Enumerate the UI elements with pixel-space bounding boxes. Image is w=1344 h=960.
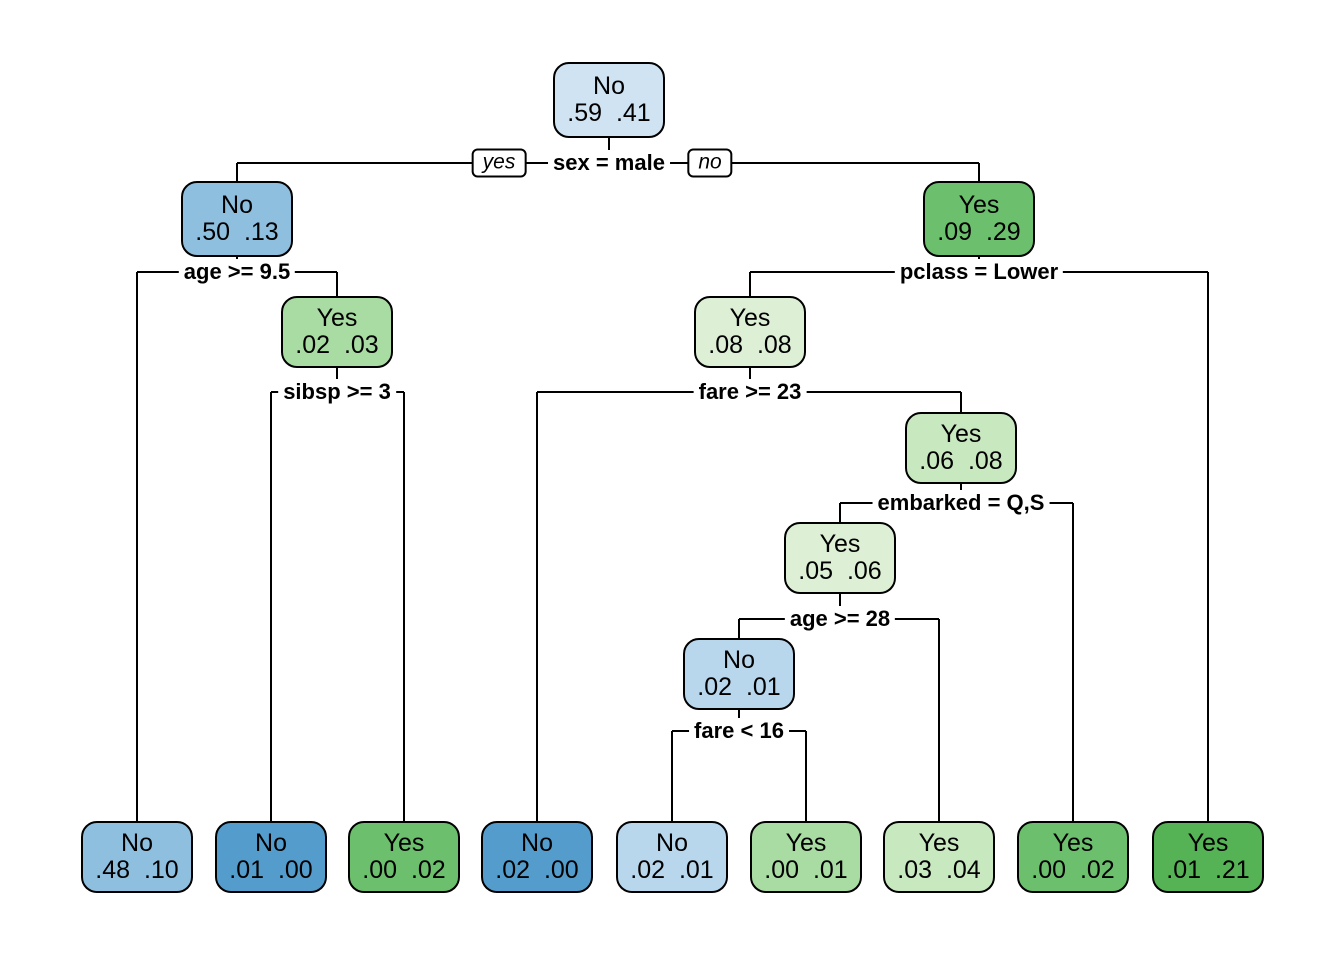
node-class-label: Yes — [1052, 829, 1094, 857]
node-probabilities: .03 .04 — [897, 856, 981, 884]
tree-node-leaf3: Yes.00 .02 — [348, 821, 460, 893]
node-class-label: No — [521, 829, 553, 857]
node-class-label: Yes — [819, 530, 861, 558]
node-probabilities: .01 .21 — [1166, 856, 1250, 884]
node-class-label: No — [221, 191, 253, 219]
tree-node-leaf6: Yes.00 .01 — [750, 821, 862, 893]
node-probabilities: .08 .08 — [708, 331, 792, 359]
split-label-age28: age >= 28 — [784, 606, 896, 632]
split-label-pclass: pclass = Lower — [894, 259, 1064, 285]
node-probabilities: .01 .00 — [229, 856, 313, 884]
split-label-fare23: fare >= 23 — [693, 379, 807, 405]
node-class-label: Yes — [785, 829, 827, 857]
branch-label-no: no — [687, 148, 733, 178]
node-probabilities: .00 .02 — [362, 856, 446, 884]
branch-label-yes: yes — [471, 148, 527, 178]
tree-node-leaf2: No.01 .00 — [215, 821, 327, 893]
tree-node-root: No.59 .41 — [553, 62, 665, 138]
tree-node-leaf7: Yes.03 .04 — [883, 821, 995, 893]
tree-node-leaf1: No.48 .10 — [81, 821, 193, 893]
node-probabilities: .02 .00 — [495, 856, 579, 884]
node-class-label: Yes — [918, 829, 960, 857]
node-probabilities: .00 .02 — [1031, 856, 1115, 884]
node-probabilities: .59 .41 — [567, 99, 651, 127]
node-class-label: Yes — [940, 420, 982, 448]
node-class-label: No — [656, 829, 688, 857]
tree-node-n_emb: Yes.05 .06 — [784, 522, 896, 594]
node-class-label: Yes — [729, 304, 771, 332]
tree-node-n_lower: Yes.08 .08 — [694, 296, 806, 368]
tree-node-leaf9: Yes.01 .21 — [1152, 821, 1264, 893]
node-class-label: No — [593, 72, 625, 100]
split-label-sibsp: sibsp >= 3 — [278, 379, 396, 405]
tree-node-n_young: Yes.02 .03 — [281, 296, 393, 368]
node-class-label: Yes — [958, 191, 1000, 219]
node-probabilities: .02 .01 — [630, 856, 714, 884]
node-probabilities: .50 .13 — [195, 218, 279, 246]
tree-node-leaf8: Yes.00 .02 — [1017, 821, 1129, 893]
node-probabilities: .48 .10 — [95, 856, 179, 884]
tree-node-n_female: Yes.09 .29 — [923, 181, 1035, 257]
node-class-label: Yes — [316, 304, 358, 332]
node-class-label: Yes — [383, 829, 425, 857]
split-label-embarked: embarked = Q,S — [872, 490, 1050, 516]
node-class-label: No — [121, 829, 153, 857]
split-label-sex: sex = male — [548, 150, 670, 176]
node-probabilities: .05 .06 — [798, 557, 882, 585]
node-probabilities: .06 .08 — [919, 447, 1003, 475]
split-label-fare16: fare < 16 — [689, 718, 789, 744]
node-class-label: No — [723, 646, 755, 674]
tree-node-n_fare23: Yes.06 .08 — [905, 412, 1017, 484]
node-class-label: No — [255, 829, 287, 857]
split-label-age95: age >= 9.5 — [178, 259, 296, 285]
node-probabilities: .02 .01 — [697, 673, 781, 701]
tree-node-n_male: No.50 .13 — [181, 181, 293, 257]
tree-node-n_age28: No.02 .01 — [683, 638, 795, 710]
node-probabilities: .02 .03 — [295, 331, 379, 359]
node-probabilities: .00 .01 — [764, 856, 848, 884]
node-probabilities: .09 .29 — [937, 218, 1021, 246]
tree-node-leaf5: No.02 .01 — [616, 821, 728, 893]
node-class-label: Yes — [1187, 829, 1229, 857]
tree-node-leaf4: No.02 .00 — [481, 821, 593, 893]
